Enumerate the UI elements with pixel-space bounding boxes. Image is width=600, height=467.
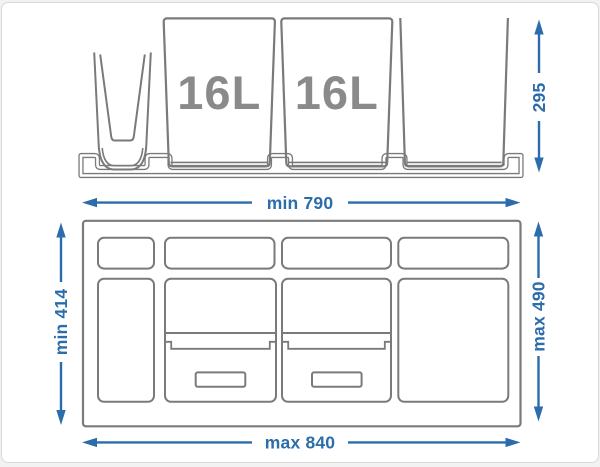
v-holder-wall-line [101, 147, 144, 167]
front-compartment-3 [281, 236, 392, 270]
svg-text:295: 295 [529, 83, 549, 113]
base-tray-inner-line [79, 154, 523, 177]
bin3-lid-handle [311, 371, 363, 388]
front-compartment-2 [164, 236, 276, 270]
bin3-capacity-label: 16L [295, 66, 379, 119]
bin3-lid-edge [282, 340, 391, 350]
v-holder-inner [99, 54, 146, 142]
bin4-outline [399, 17, 509, 168]
bin2-lid-edge [165, 340, 276, 350]
top-view-group [81, 219, 522, 428]
bin3-outline [280, 17, 394, 168]
cabinet-frame [81, 219, 522, 428]
side-view-group: 16L 16L [78, 17, 524, 179]
svg-text:max 490: max 490 [529, 281, 549, 352]
bin2-lid-handle [194, 371, 247, 388]
svg-text:max 840: max 840 [265, 433, 336, 453]
compartment-bin3 [281, 277, 392, 403]
dim-min-790: min 790 [82, 193, 521, 213]
dim-max-490: max 490 [529, 221, 549, 422]
front-compartment-1 [97, 236, 155, 270]
bin2-capacity-label: 16L [177, 66, 261, 119]
dimension-lines-group: 295 min 790 min 414 max 490 [51, 19, 549, 453]
v-holder-outer [93, 52, 152, 171]
bin2-outline [162, 17, 276, 168]
compartment-bin2 [164, 277, 277, 403]
svg-text:min 790: min 790 [267, 193, 334, 213]
dim-height-295: 295 [529, 19, 549, 173]
front-compartment-4 [397, 236, 510, 270]
dim-min-414: min 414 [51, 222, 71, 425]
compartment-left-narrow [97, 277, 155, 403]
dim-max-840: max 840 [82, 433, 521, 453]
svg-text:min 414: min 414 [51, 289, 71, 356]
compartment-right-wide [397, 277, 510, 403]
